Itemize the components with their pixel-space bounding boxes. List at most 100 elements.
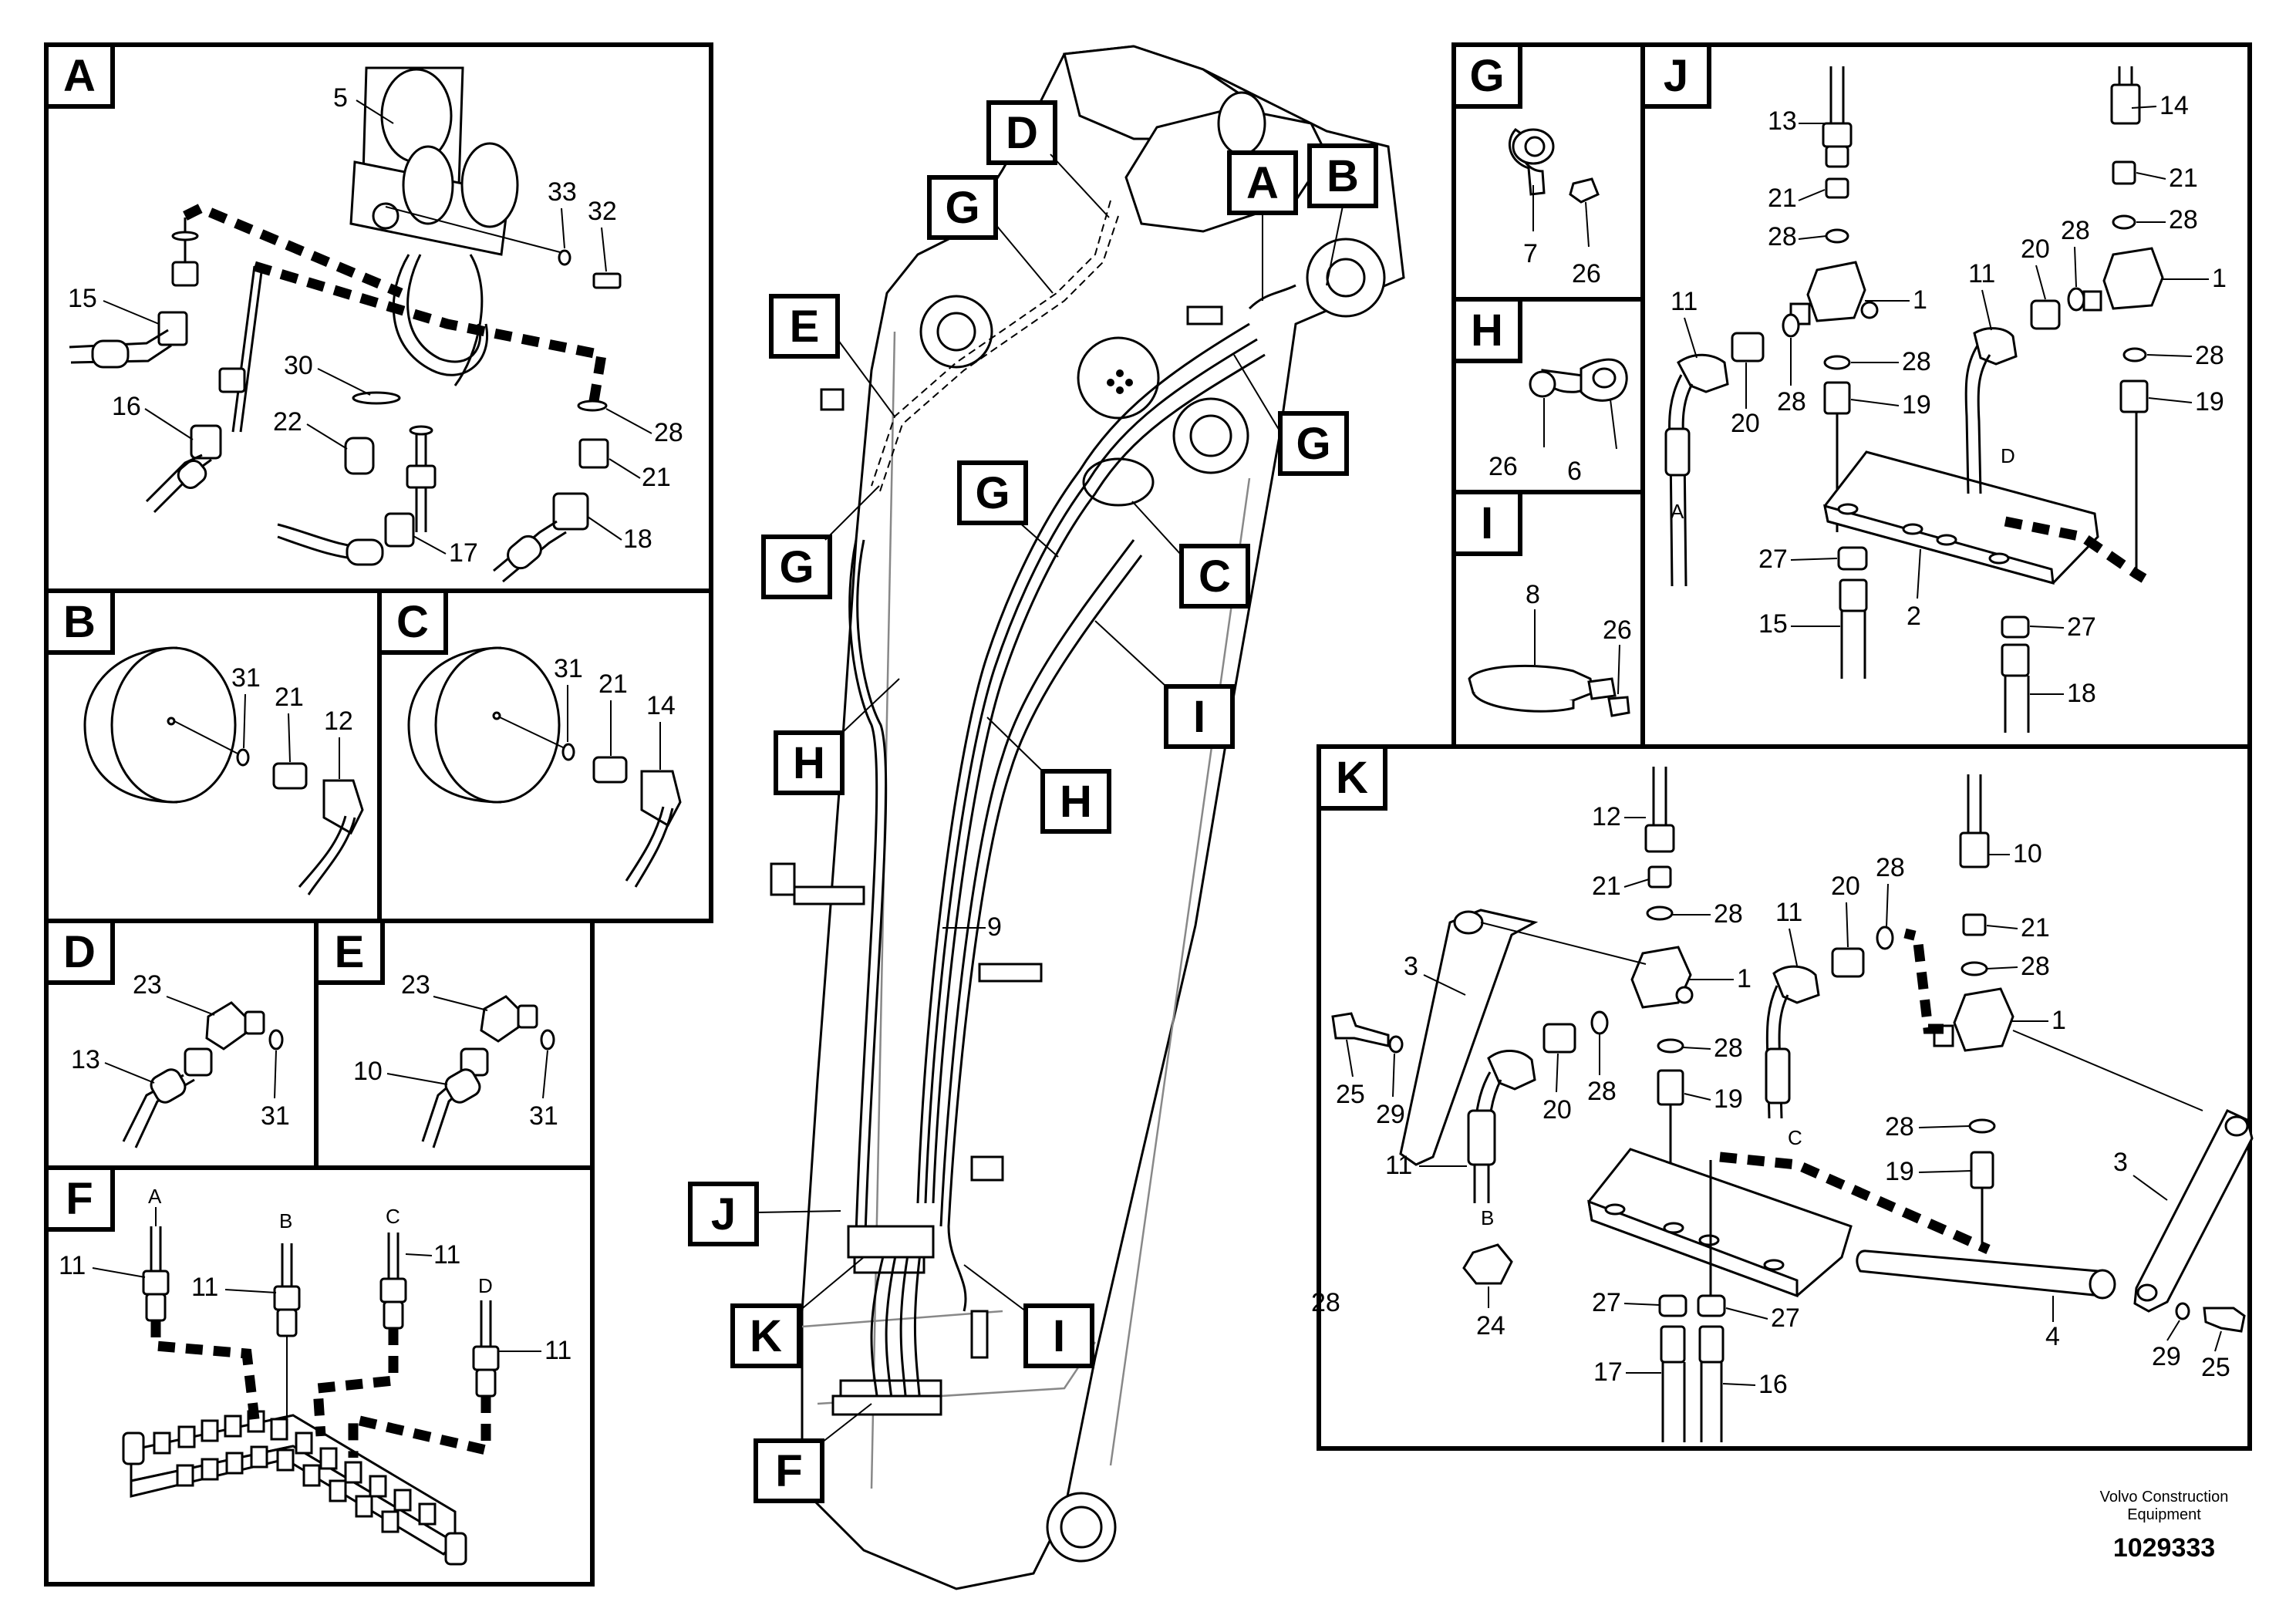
boom-tag-i-2: I [1053,1311,1065,1361]
panel-k-callout-21-left: 21 [1592,872,1621,901]
panel-f-callout-11-b: 11 [191,1273,218,1302]
panel-k-callout-11-right: 11 [1775,898,1802,927]
panel-j-callout-19-right: 19 [2195,387,2224,416]
panel-d: D 23 13 31 [44,919,290,1148]
panel-k-hose-c: C [1788,1126,1802,1149]
panel-k-callout-1-right: 1 [2052,1006,2066,1035]
boom-tag-b: B [1327,151,1359,201]
panel-k-callout-1-left: 1 [1737,964,1752,993]
boom-tag-i-1: I [1193,692,1205,742]
panel-a-callout-15: 15 [68,284,97,313]
panel-f-hose-d: D [478,1274,493,1297]
panel-a-callout-33: 33 [548,177,577,207]
maker-line-2: Equipment [2127,1506,2201,1523]
panel-a-callout-30: 30 [284,351,313,380]
panel-e-callout-31: 31 [529,1101,558,1131]
panel-d-callout-23: 23 [133,970,162,1000]
panel-k-callout-16: 16 [1758,1370,1788,1399]
panel-a-callout-16: 16 [112,392,141,421]
panel-i-letter: I [1481,498,1493,548]
panel-j-callout-28-low-right: 28 [2195,341,2224,370]
panel-c: C 31 21 14 [377,588,682,888]
panel-a-callout-17: 17 [449,538,478,568]
boom-tag-g-4: G [779,542,814,592]
boom-tag-j: J [711,1189,736,1239]
panel-c-callout-21: 21 [598,669,628,699]
panel-g: G 7 26 [1451,42,1601,288]
panel-f-callout-11-c: 11 [433,1240,460,1270]
panel-e-callout-23: 23 [401,970,430,1000]
panel-k-callout-28-d: 28 [1885,1112,1914,1141]
boom-tag-g-1: G [945,183,979,233]
panel-a-callout-18: 18 [623,524,652,554]
panel-f-callout-11-a: 11 [59,1251,86,1280]
panel-k-callout-20-right: 20 [1831,872,1860,901]
boom-tag-h-1: H [793,738,825,788]
panel-k-callout-28-b: 28 [2021,952,2050,981]
panel-k-callout-24: 24 [1476,1311,1505,1340]
panel-g-letter: G [1469,51,1504,101]
panel-j-callout-2: 2 [1907,602,1921,631]
panel-g-callout-7: 7 [1523,239,1538,268]
panel-j-callout-28-top-left: 28 [1768,222,1797,251]
panel-a: A [44,42,683,583]
panel-k-callout-28-c: 28 [1714,1034,1743,1063]
panel-d-letter: D [63,927,96,977]
panel-d-callout-13: 13 [71,1045,100,1074]
panel-k-callout-11-left: 11 [1385,1151,1412,1180]
panel-b-letter: B [63,597,96,647]
panel-k-callout-28-a: 28 [1714,899,1743,929]
panel-j-callout-19-left: 19 [1902,390,1931,420]
panel-j-callout-13: 13 [1768,106,1797,136]
panel-a-callout-32: 32 [588,197,617,226]
panel-j-callout-14: 14 [2159,91,2189,120]
maker-line-1: Volvo Construction [2100,1489,2229,1506]
panel-j-callout-11-left: 11 [1671,287,1698,316]
panel-h-callout-26: 26 [1489,452,1518,481]
footer: Volvo Construction Equipment 1029333 [2100,1489,2229,1563]
panel-k-callout-28-f: 28 [1876,853,1905,882]
panel-f-hose-a: A [148,1185,162,1208]
panel-k: K [1311,744,2254,1442]
panel-c-callout-14: 14 [646,691,676,720]
panel-f-callout-11-d: 11 [544,1336,571,1365]
boom-callout-9: 9 [987,912,1002,942]
panel-h-letter: H [1471,305,1503,356]
panel-k-callout-21-right: 21 [2021,913,2050,943]
panel-j-hose-d: D [2001,444,2015,467]
panel-j-callout-28-low-left: 28 [1902,347,1931,376]
panel-k-callout-27-left: 27 [1592,1288,1621,1317]
boom-tag-e: E [790,302,820,352]
panel-j-callout-1-left: 1 [1913,285,1927,315]
panel-c-letter: C [396,597,429,647]
panel-j-callout-1-right: 1 [2212,264,2227,293]
panel-i-callout-8: 8 [1526,580,1540,609]
panel-k-callout-27-right: 27 [1771,1303,1800,1333]
panel-k-callout-28-g: 28 [1311,1288,1340,1317]
panel-a-letter: A [63,51,96,101]
boom-tag-h-2: H [1060,777,1092,827]
panel-j-callout-27-right: 27 [2067,612,2096,642]
boom-tag-a: A [1246,158,1279,208]
panel-j: J [1640,42,2227,733]
panel-j-callout-18: 18 [2067,679,2096,708]
panel-b: B 31 21 12 [44,588,364,895]
panel-k-callout-17: 17 [1593,1357,1623,1387]
panel-k-callout-4: 4 [2045,1322,2060,1351]
panel-j-callout-27-left: 27 [1758,545,1788,574]
panel-k-callout-25-right: 25 [2201,1353,2230,1382]
boom-tag-g-3: G [975,468,1010,518]
panel-frames [44,42,2252,1587]
boom-tag-f: F [775,1446,802,1496]
boom-tag-k: K [750,1311,782,1361]
panel-j-callout-21-left: 21 [1768,184,1797,213]
boom-tag-c: C [1199,551,1231,602]
panel-e-letter: E [335,927,365,977]
panel-j-callout-21-right: 21 [2169,164,2198,193]
panel-f-letter: F [66,1174,93,1224]
panel-j-callout-11-right: 11 [1968,259,1995,288]
panel-i: I 8 26 [1451,490,1632,717]
panel-k-callout-19-left: 19 [1714,1084,1743,1114]
panel-a-callout-28: 28 [654,418,683,447]
